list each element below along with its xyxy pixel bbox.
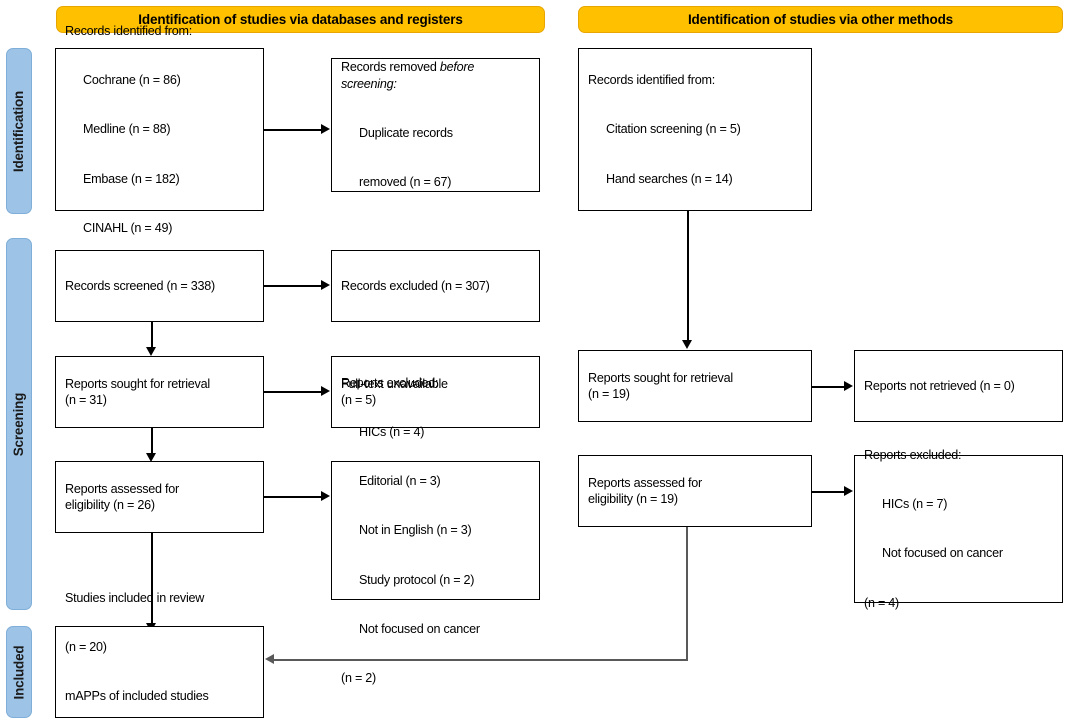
arrowhead-identified-to-removed bbox=[321, 124, 330, 134]
box-reports-assessed-left: Reports assessed for eligibility (n = 26… bbox=[55, 461, 264, 533]
reports-excluded-left-title: Reports excluded: bbox=[341, 375, 439, 390]
records-removed-title: Records removed before screening: bbox=[341, 59, 530, 92]
box-reports-excluded-right-text: Reports excluded: HICs (n = 7) Not focus… bbox=[864, 414, 1003, 644]
records-removed-item-1: removed (n = 67) bbox=[359, 175, 452, 190]
reports-excluded-left-item-2: Not in English (n = 3) bbox=[359, 523, 472, 538]
box-reports-sought-right-text: Reports sought for retrieval (n = 19) bbox=[588, 370, 733, 401]
stage-pill-identification-label: Identification bbox=[11, 90, 27, 172]
box-records-screened: Records screened (n = 338) bbox=[55, 250, 264, 322]
records-identified-item-0: Cochrane (n = 86) bbox=[83, 73, 181, 88]
arrowhead-sought-to-assessed bbox=[146, 453, 156, 462]
included-line-2: mAPPs of included studies bbox=[65, 689, 209, 704]
records-identified-item-3: CINAHL (n = 49) bbox=[83, 220, 173, 235]
box-records-identified-other: Records identified from: Citation screen… bbox=[578, 48, 812, 211]
box-reports-not-retrieved: Reports not retrieved (n = 0) bbox=[854, 350, 1063, 422]
records-identified-other-title: Records identified from: bbox=[588, 73, 715, 88]
stage-pill-identification: Identification bbox=[6, 48, 32, 214]
connector-identified-to-removed bbox=[264, 129, 321, 131]
connector-screened-to-sought bbox=[151, 322, 153, 349]
reports-excluded-left-item-3: Study protocol (n = 2) bbox=[359, 572, 475, 587]
arrowhead-assessed-to-excluded-left bbox=[321, 491, 330, 501]
connector-other-identified-to-sought bbox=[687, 211, 689, 342]
box-reports-excluded-left-text: Reports excluded: HICs (n = 4) Editorial… bbox=[341, 342, 480, 719]
connector-sought-to-assessed bbox=[151, 428, 153, 455]
records-identified-other-item-1: Hand searches (n = 14) bbox=[606, 171, 733, 186]
arrowhead-screened-to-excluded bbox=[321, 280, 330, 290]
included-line-0: Studies included in review bbox=[65, 590, 205, 605]
stage-pill-included: Included bbox=[6, 626, 32, 718]
box-records-identified-databases: Records identified from: Cochrane (n = 8… bbox=[55, 24, 264, 235]
stage-pill-screening-label: Screening bbox=[11, 392, 27, 456]
box-records-excluded: Records excluded (n = 307) bbox=[331, 250, 540, 322]
connector-assessed-right-to-excluded bbox=[812, 491, 844, 493]
box-full-text-unavailable-text: Full-text unavailable (n = 5) bbox=[341, 376, 448, 407]
arrowhead-sought-to-fulltext bbox=[321, 386, 330, 396]
reports-excluded-left-item-1: Editorial (n = 3) bbox=[359, 474, 441, 489]
header-other-methods: Identification of studies via other meth… bbox=[578, 6, 1063, 33]
stage-pill-included-label: Included bbox=[11, 645, 27, 699]
arrowhead-right-to-included bbox=[265, 654, 274, 664]
box-records-identified-databases-text: Records identified from: Cochrane (n = 8… bbox=[65, 0, 192, 269]
connector-right-to-included bbox=[274, 659, 688, 661]
header-databases-registers-label: Identification of studies via databases … bbox=[138, 12, 463, 27]
box-records-screened-text: Records screened (n = 338) bbox=[65, 278, 215, 293]
header-databases-registers: Identification of studies via databases … bbox=[56, 6, 545, 33]
reports-excluded-right-item-2: (n = 4) bbox=[864, 595, 899, 610]
box-reports-sought-right: Reports sought for retrieval (n = 19) bbox=[578, 350, 812, 422]
box-reports-sought-left-text: Reports sought for retrieval (n = 31) bbox=[65, 376, 210, 407]
box-studies-included: Studies included in review (n = 20) mAPP… bbox=[55, 591, 264, 718]
connector-assessed-to-excluded-left bbox=[264, 496, 321, 498]
records-removed-title-italic: before screening bbox=[341, 60, 478, 91]
arrowhead-sought-right-to-not-retrieved bbox=[844, 381, 853, 391]
arrowhead-other-identified-to-sought bbox=[682, 340, 692, 349]
box-reports-assessed-left-text: Reports assessed for eligibility (n = 26… bbox=[65, 481, 179, 512]
box-reports-assessed-right: Reports assessed for eligibility (n = 19… bbox=[578, 455, 812, 527]
connector-sought-right-to-not-retrieved bbox=[812, 386, 844, 388]
records-removed-title-plain: Records removed bbox=[341, 60, 440, 75]
box-reports-sought-left: Reports sought for retrieval (n = 31) bbox=[55, 356, 264, 428]
reports-excluded-right-item-0: HICs (n = 7) bbox=[882, 497, 948, 512]
box-full-text-unavailable: Full-text unavailable (n = 5) bbox=[331, 356, 540, 428]
reports-excluded-right-title: Reports excluded: bbox=[864, 447, 962, 462]
box-reports-excluded-right: Reports excluded: HICs (n = 7) Not focus… bbox=[854, 448, 1063, 610]
reports-excluded-left-item-5: (n = 2) bbox=[341, 670, 376, 685]
box-reports-excluded-left: Reports excluded: HICs (n = 4) Editorial… bbox=[331, 376, 540, 685]
arrowhead-assessed-right-to-excluded bbox=[844, 486, 853, 496]
stage-pill-screening: Screening bbox=[6, 238, 32, 610]
records-identified-other-item-0: Citation screening (n = 5) bbox=[606, 122, 741, 137]
records-identified-title: Records identified from: bbox=[65, 23, 192, 38]
header-other-methods-label: Identification of studies via other meth… bbox=[687, 12, 954, 27]
records-identified-item-2: Embase (n = 182) bbox=[83, 171, 180, 186]
reports-excluded-left-item-0: HICs (n = 4) bbox=[359, 424, 425, 439]
box-studies-included-text: Studies included in review (n = 20) mAPP… bbox=[65, 557, 209, 721]
connector-screened-to-excluded bbox=[264, 285, 321, 287]
arrowhead-screened-to-sought bbox=[146, 347, 156, 356]
box-reports-assessed-right-text: Reports assessed for eligibility (n = 19… bbox=[588, 475, 702, 506]
box-records-removed-text: Records removed before screening: Duplic… bbox=[341, 27, 530, 224]
records-removed-title-colon: : bbox=[393, 76, 397, 91]
reports-excluded-left-item-4: Not focused on cancer bbox=[359, 621, 480, 636]
connector-sought-to-fulltext bbox=[264, 391, 321, 393]
records-identified-item-1: Medline (n = 88) bbox=[83, 122, 171, 137]
records-removed-item-0: Duplicate records bbox=[359, 126, 453, 140]
box-records-excluded-text: Records excluded (n = 307) bbox=[341, 278, 490, 293]
box-records-removed: Records removed before screening: Duplic… bbox=[331, 58, 540, 192]
reports-excluded-right-item-1: Not focused on cancer bbox=[882, 546, 1003, 561]
included-line-1: (n = 20) bbox=[65, 640, 107, 655]
connector-right-assessed-down bbox=[686, 527, 688, 661]
box-reports-not-retrieved-text: Reports not retrieved (n = 0) bbox=[864, 378, 1015, 393]
connector-assessed-to-included bbox=[151, 533, 153, 625]
box-records-identified-other-text: Records identified from: Citation screen… bbox=[588, 39, 741, 219]
